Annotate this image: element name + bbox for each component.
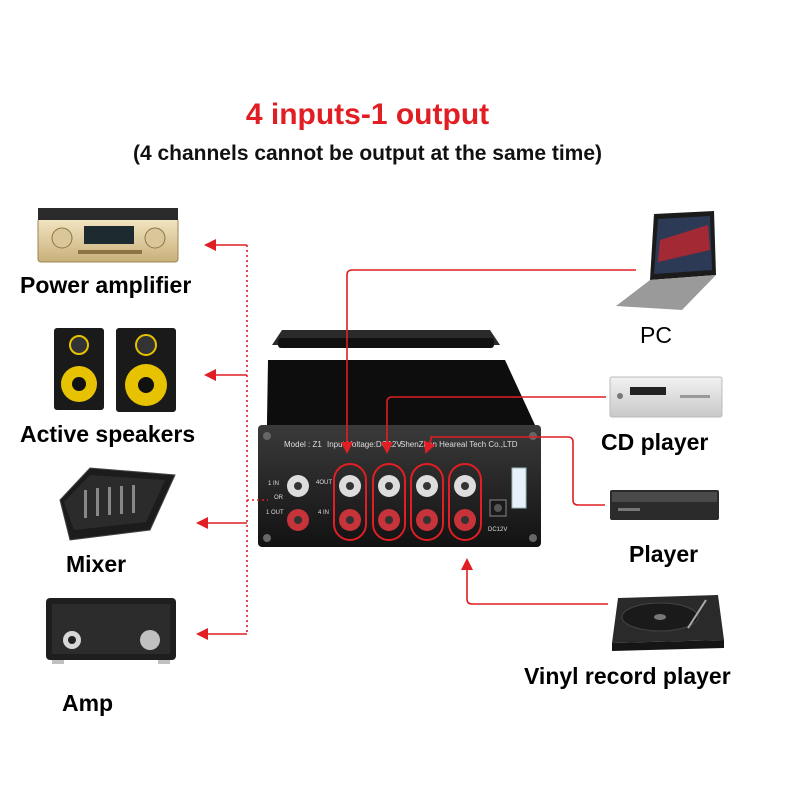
input-label-cd-player: CD player bbox=[601, 429, 709, 455]
amp-icon bbox=[46, 598, 176, 664]
rca-jack-column-4 bbox=[416, 475, 438, 531]
page-title: 4 inputs-1 output bbox=[245, 98, 490, 131]
jack-label-4out: 4OUT bbox=[316, 480, 332, 486]
active-speakers-icon bbox=[54, 328, 176, 412]
input-label-pc: PC bbox=[640, 322, 672, 348]
jack-label-1in: 1 IN bbox=[268, 481, 279, 487]
jack-label-or: OR bbox=[274, 495, 284, 501]
input-lines bbox=[341, 269, 636, 605]
jack-label-dc: DC12V bbox=[488, 527, 507, 533]
device-maker-text: ShenZhen Heareal Tech Co.,LTD bbox=[400, 440, 518, 449]
rca-jack-column-1 bbox=[287, 475, 309, 531]
device-voltage-text: Input Voltage:DC12V bbox=[327, 440, 402, 449]
power-amplifier-icon bbox=[37, 208, 179, 263]
turntable-icon bbox=[612, 595, 724, 651]
input-label-vinyl-record-player: Vinyl record player bbox=[524, 663, 731, 689]
output-label-active-speakers: Active speakers bbox=[20, 421, 196, 447]
output-bus-lines bbox=[196, 239, 268, 640]
output-label-power-amplifier: Power amplifier bbox=[20, 272, 192, 298]
jack-label-4in: 4 IN bbox=[318, 510, 329, 516]
mixer-icon bbox=[59, 467, 176, 541]
output-label-amp: Amp bbox=[62, 690, 114, 716]
page-subtitle: (4 channels cannot be output at the same… bbox=[132, 142, 603, 165]
input-label-player: Player bbox=[629, 541, 699, 567]
rca-jack-column-5 bbox=[454, 475, 476, 531]
cd-player-icon bbox=[609, 376, 723, 418]
rca-jack-column-2 bbox=[339, 475, 361, 531]
output-label-mixer: Mixer bbox=[66, 551, 127, 577]
audio-switcher-device: Model : Z1 Input Voltage:DC12V ShenZhen … bbox=[258, 330, 541, 547]
rca-jack-column-3 bbox=[378, 475, 400, 531]
media-player-icon bbox=[610, 490, 719, 520]
laptop-icon bbox=[616, 211, 716, 310]
jack-label-1out: 1 OUT bbox=[266, 510, 284, 516]
device-model-text: Model : Z1 bbox=[284, 440, 322, 449]
